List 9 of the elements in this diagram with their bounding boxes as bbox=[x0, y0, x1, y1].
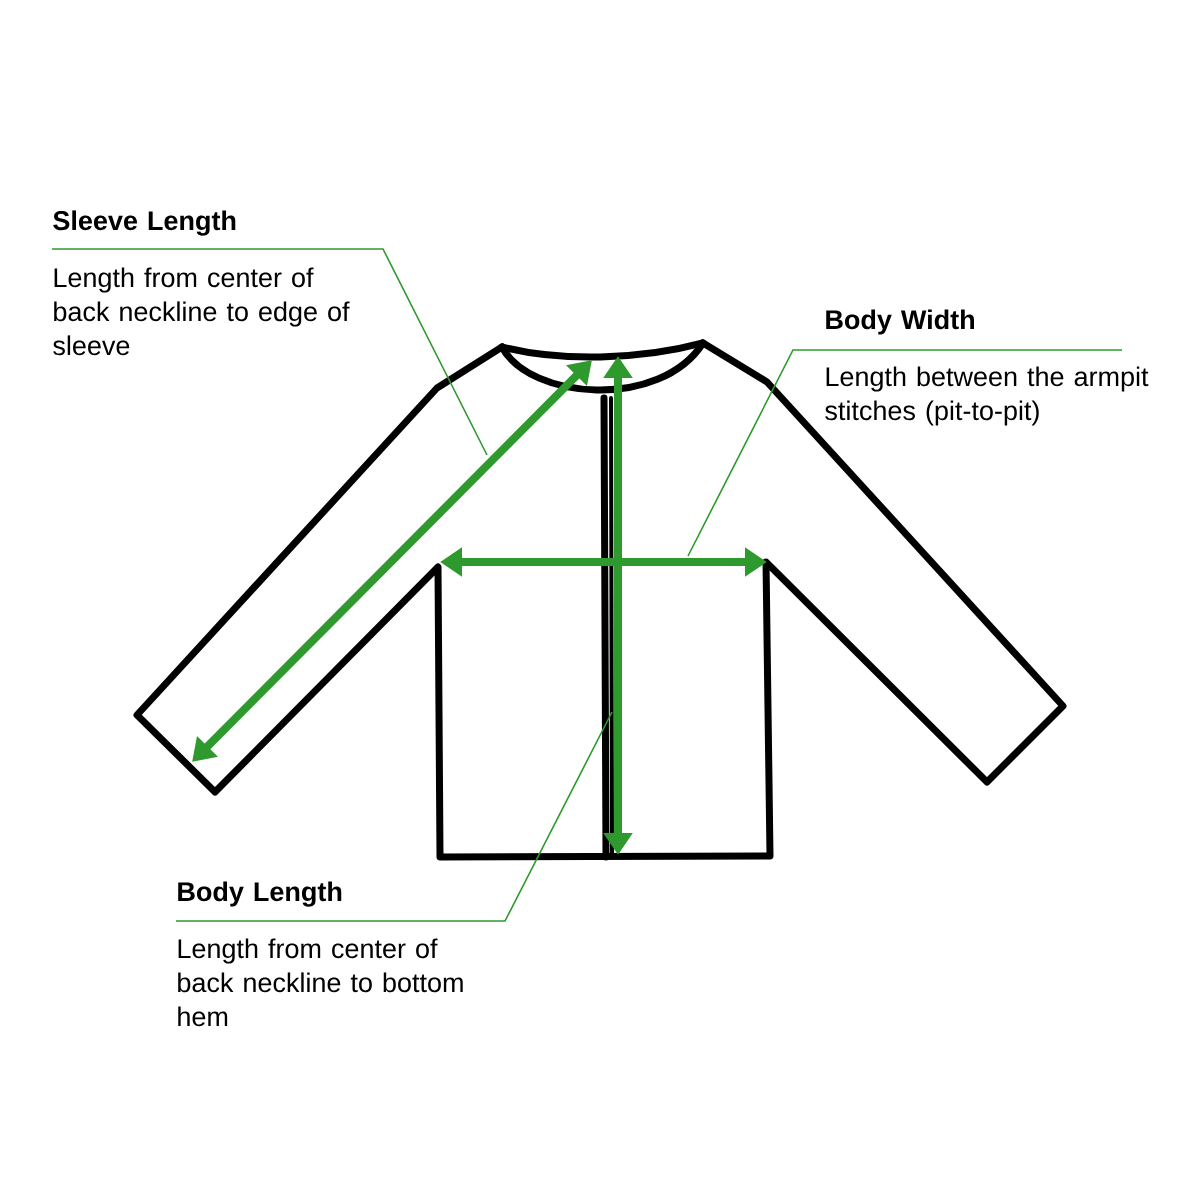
description: Length between the armpit stitches (pit-to-pit) bbox=[825, 366, 1149, 426]
heading: Body Length bbox=[178, 881, 342, 907]
leader-line bbox=[687, 349, 1123, 557]
leader-line bbox=[175, 711, 613, 922]
heading: Sleeve Length bbox=[53, 210, 236, 236]
heading: Body Width bbox=[826, 309, 974, 335]
description: Length from center of back neckline to edge of sleeve bbox=[53, 267, 350, 356]
description: Length from center of back neckline to bottom hem bbox=[178, 938, 463, 1027]
leader-line bbox=[51, 248, 488, 456]
